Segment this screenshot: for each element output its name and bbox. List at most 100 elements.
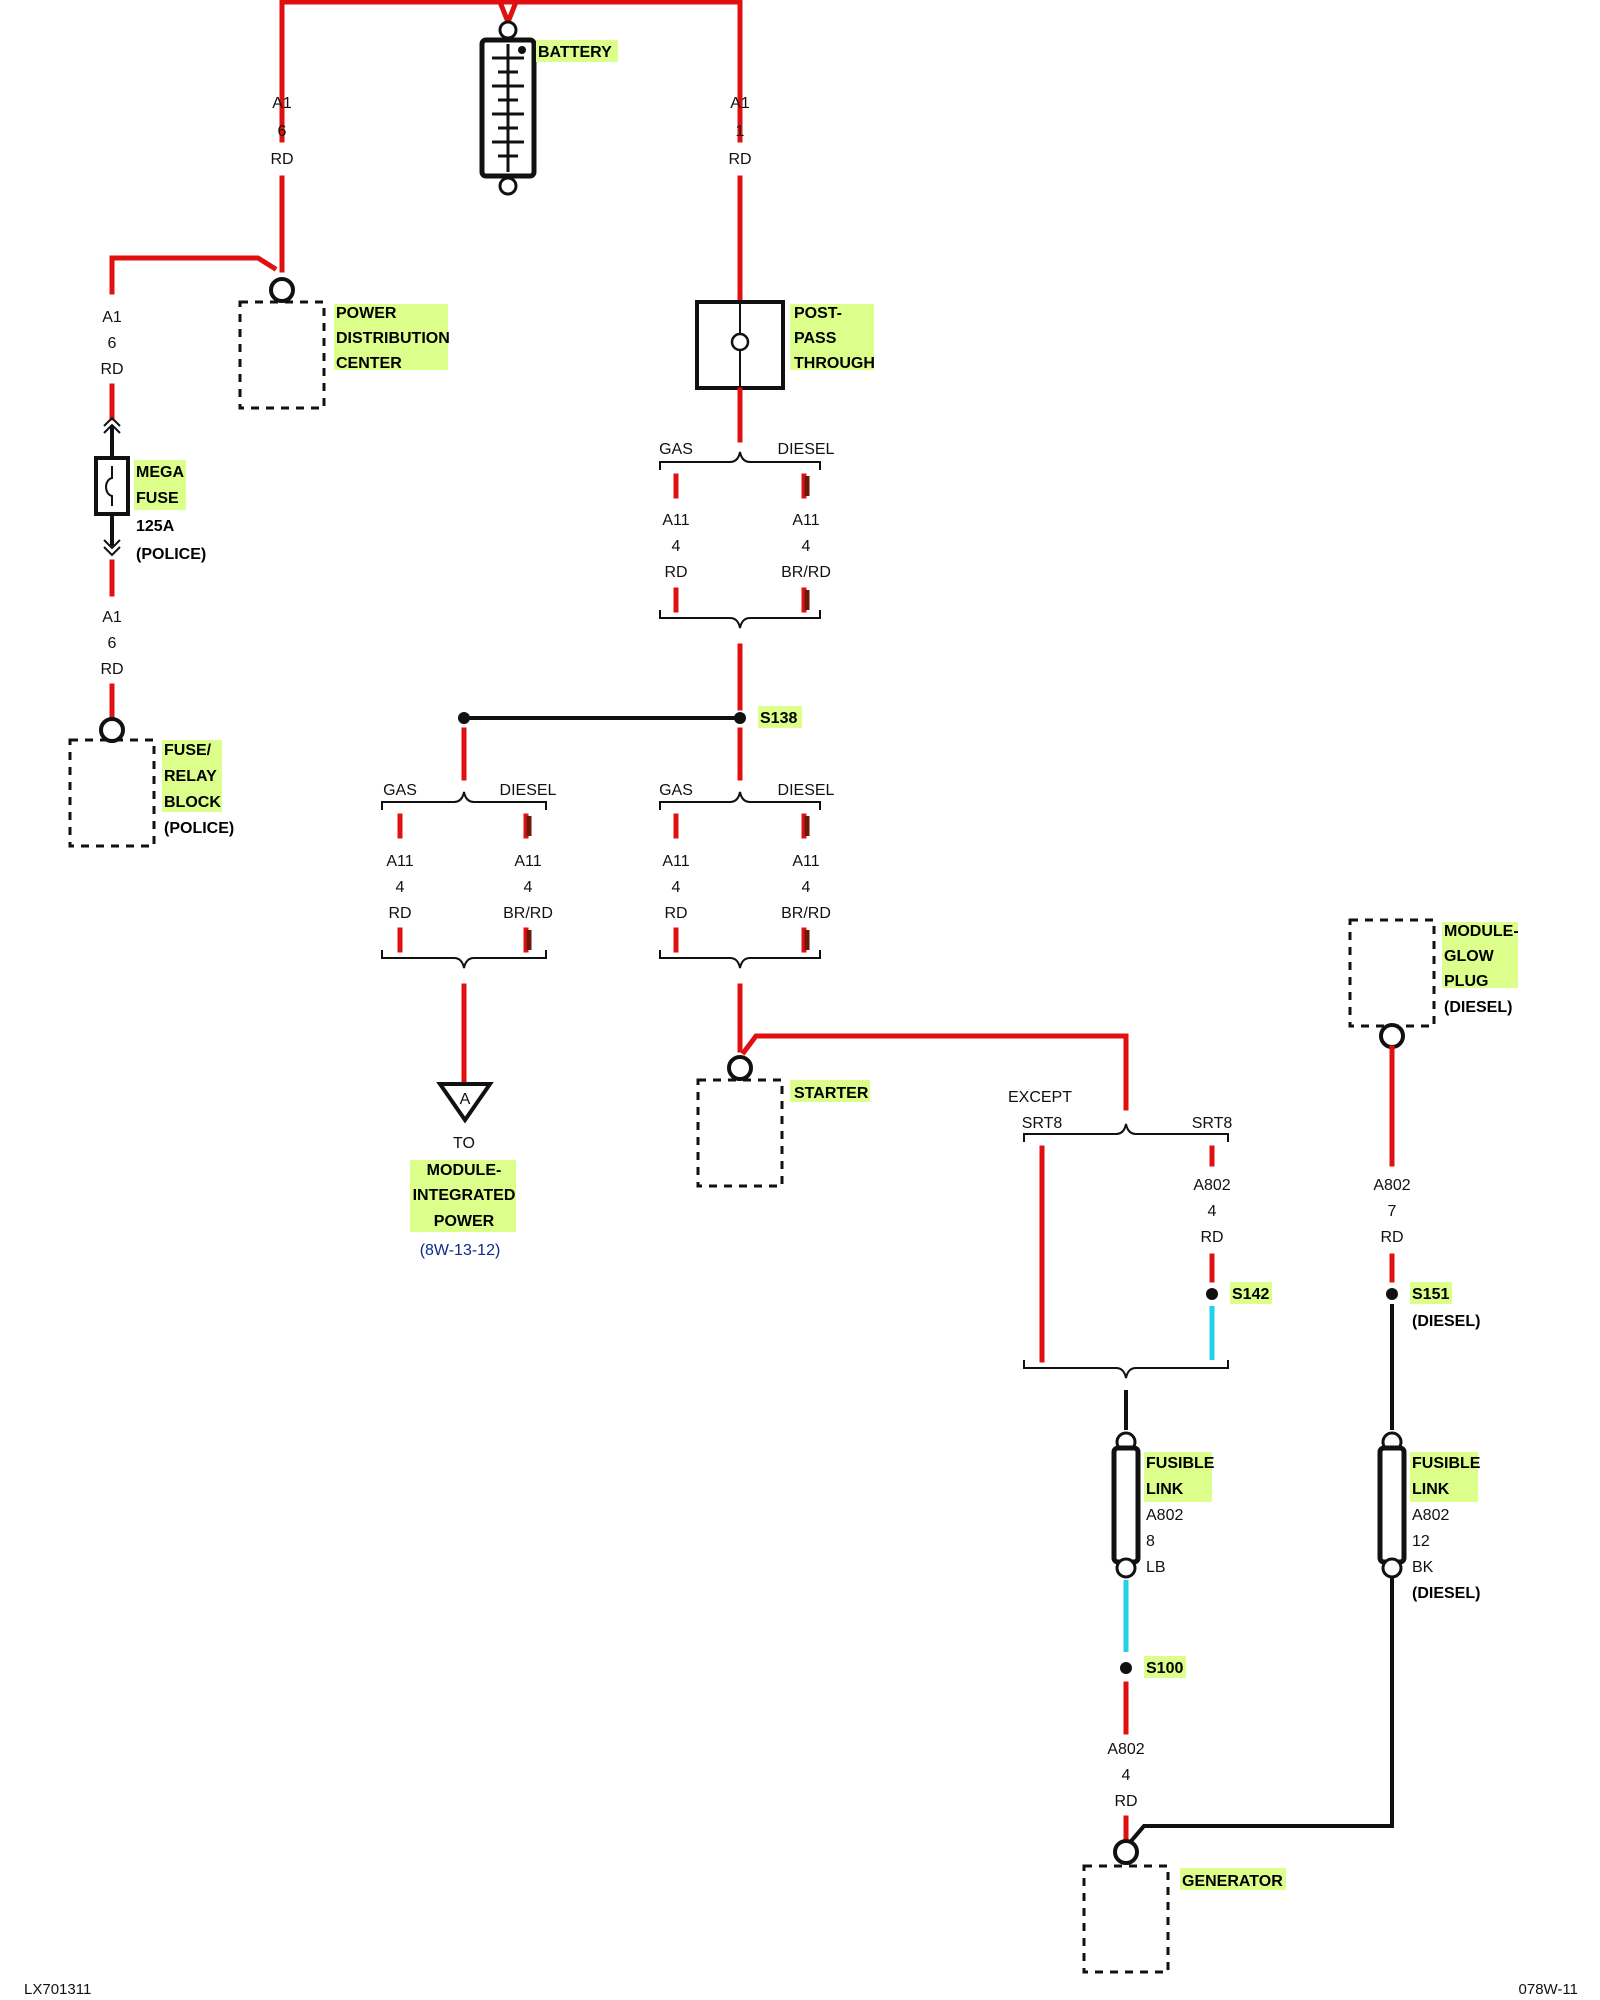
svg-text:A1: A1 (102, 609, 122, 626)
svg-text:(DIESEL): (DIESEL) (1412, 1313, 1480, 1330)
connector-a-symbol (436, 1082, 494, 1124)
svg-text:PASS: PASS (794, 330, 837, 347)
svg-text:LB: LB (1146, 1559, 1166, 1576)
svg-text:BR/RD: BR/RD (781, 905, 831, 922)
svg-text:S138: S138 (760, 710, 797, 727)
svg-text:4: 4 (672, 879, 681, 896)
svg-text:LINK: LINK (1146, 1481, 1184, 1498)
svg-text:6: 6 (108, 335, 117, 352)
power-distribution-center: POWER DISTRIBUTION CENTER (238, 277, 450, 410)
svg-text:1: 1 (736, 123, 745, 140)
svg-text:BR/RD: BR/RD (503, 905, 553, 922)
svg-text:RD: RD (100, 661, 123, 678)
svg-text:A11: A11 (662, 512, 689, 529)
svg-text:DISTRIBUTION: DISTRIBUTION (336, 330, 450, 347)
svg-text:7: 7 (1388, 1203, 1397, 1220)
svg-text:A: A (460, 1091, 471, 1108)
svg-text:4: 4 (1122, 1767, 1131, 1784)
svg-text:GAS: GAS (659, 441, 693, 458)
svg-text:A1: A1 (102, 309, 122, 326)
battery-label: BATTERY (538, 44, 612, 61)
wire-label-batt-right: A1 1 RD (728, 95, 751, 168)
svg-text:S151: S151 (1412, 1286, 1449, 1303)
battery-positive-lead (496, 0, 520, 29)
option-gas-diesel-mid-right: GAS DIESEL A11 4 RD A11 4 BR/RD (659, 782, 835, 969)
svg-text:RD: RD (1380, 1229, 1403, 1246)
svg-text:GAS: GAS (383, 782, 417, 799)
wire-label-batt-left: A1 6 RD (270, 95, 293, 168)
battery-wire (279, 0, 743, 143)
svg-text:A11: A11 (514, 853, 541, 870)
battery: BATTERY (279, 0, 743, 196)
option-srt8: EXCEPT SRT8 SRT8 A802 4 RD S142 (1008, 1089, 1272, 1379)
svg-text:GAS: GAS (659, 782, 693, 799)
splice-s142-dot (1206, 1288, 1218, 1300)
svg-text:12: 12 (1412, 1533, 1430, 1550)
svg-text:FUSIBLE: FUSIBLE (1146, 1455, 1215, 1472)
splice-s100: S100 (1120, 1656, 1186, 1678)
post-pass-through: POST- PASS THROUGH (695, 300, 875, 390)
glow-plug-terminal (1379, 1023, 1405, 1049)
starter-terminal (727, 1055, 753, 1081)
svg-text:THROUGH: THROUGH (794, 355, 875, 372)
wire-pdc-to-fuse (109, 255, 278, 295)
diagram-id-left: LX701311 (24, 1981, 91, 1998)
svg-text:A802: A802 (1107, 1741, 1144, 1758)
svg-text:A802: A802 (1146, 1507, 1183, 1524)
svg-text:DIESEL: DIESEL (778, 441, 835, 458)
wire-label-glow: A802 7 RD (1373, 1177, 1410, 1246)
svg-text:4: 4 (802, 879, 811, 896)
wire-starter-to-generator-branch (740, 1033, 1129, 1111)
battery-terminal-top (498, 20, 518, 40)
svg-text:A11: A11 (386, 853, 413, 870)
svg-text:4: 4 (1208, 1203, 1217, 1220)
svg-text:RD: RD (728, 151, 751, 168)
svg-text:INTEGRATED: INTEGRATED (413, 1187, 516, 1204)
svg-text:RD: RD (270, 151, 293, 168)
svg-text:FUSIBLE: FUSIBLE (1412, 1455, 1481, 1472)
fusible-link-2: FUSIBLE LINK A802 12 BK (DIESEL) (1377, 1431, 1481, 1602)
svg-text:POWER: POWER (434, 1213, 495, 1230)
glow-plug-box (1348, 918, 1436, 1028)
wire-label-fuse-out: A1 6 RD (100, 609, 123, 678)
svg-text:RD: RD (100, 361, 123, 378)
page-id-right: 078W-11 (1519, 1981, 1578, 1998)
generator-terminal (1113, 1839, 1139, 1865)
fusible-link-symbol (1377, 1445, 1407, 1565)
svg-text:PLUG: PLUG (1444, 973, 1488, 990)
svg-text:GLOW: GLOW (1444, 948, 1495, 965)
reference-link-8w-13-12[interactable]: (8W-13-12) (420, 1242, 501, 1259)
svg-text:A802: A802 (1193, 1177, 1230, 1194)
svg-text:A11: A11 (792, 853, 819, 870)
option-gas-diesel-top: GAS DIESEL A11 4 RD A11 4 BR/RD (659, 441, 835, 629)
svg-text:RD: RD (1114, 1793, 1137, 1810)
option-gas-diesel-mid-left: GAS DIESEL A11 4 RD A11 4 BR/RD (381, 782, 557, 969)
svg-text:DIESEL: DIESEL (500, 782, 557, 799)
svg-text:STARTER: STARTER (794, 1085, 869, 1102)
svg-text:4: 4 (672, 538, 681, 555)
svg-text:RD: RD (664, 905, 687, 922)
svg-text:125A: 125A (136, 518, 175, 535)
splice-s138: S138 (458, 706, 802, 728)
svg-text:SRT8: SRT8 (1022, 1115, 1063, 1132)
fusible-link-symbol (1111, 1445, 1141, 1565)
svg-text:FUSE: FUSE (136, 490, 179, 507)
svg-text:(DIESEL): (DIESEL) (1444, 999, 1512, 1016)
svg-text:POST-: POST- (794, 305, 842, 322)
svg-text:(DIESEL): (DIESEL) (1412, 1585, 1480, 1602)
svg-text:A802: A802 (1412, 1507, 1449, 1524)
svg-text:A11: A11 (792, 512, 819, 529)
wire-label-pdc-out: A1 6 RD (100, 309, 123, 378)
splice-s151: S151 (DIESEL) (1386, 1282, 1480, 1330)
svg-text:SRT8: SRT8 (1192, 1115, 1233, 1132)
connector-a-to-mip: A TO MODULE- INTEGRATED POWER (8W-13-12) (410, 1082, 516, 1259)
starter-box (696, 1078, 784, 1188)
pdc-terminal (269, 277, 295, 303)
svg-text:(POLICE): (POLICE) (164, 820, 234, 837)
svg-text:(POLICE): (POLICE) (136, 546, 206, 563)
svg-text:RD: RD (388, 905, 411, 922)
svg-text:MODULE-: MODULE- (1444, 923, 1519, 940)
splice-s142-label: S142 (1232, 1286, 1269, 1303)
starter: STARTER (696, 1055, 870, 1188)
